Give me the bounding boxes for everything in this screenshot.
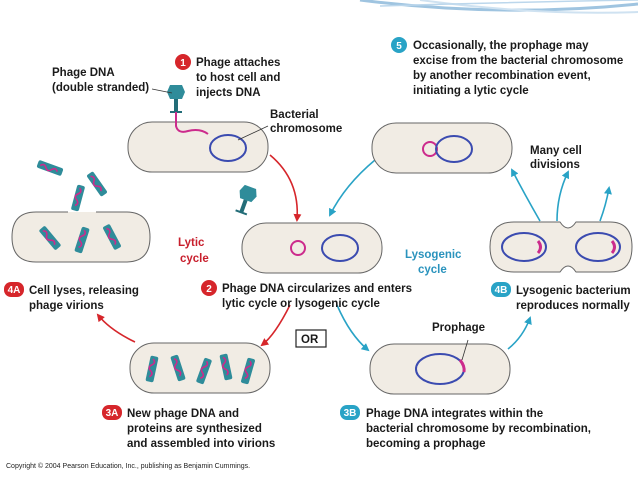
svg-text:Phage DNA circularizes and ent: Phage DNA circularizes and enters [222, 283, 412, 295]
svg-text:Many cell: Many cell [530, 145, 582, 157]
svg-text:phage virions: phage virions [29, 300, 104, 312]
svg-text:(double stranded): (double stranded) [52, 82, 149, 94]
svg-text:cycle: cycle [180, 253, 209, 265]
arrow-2-to-3a [260, 304, 291, 347]
arrow-1-to-2 [269, 154, 302, 222]
svg-text:3B: 3B [344, 408, 357, 419]
arrow-4b-to-divisions [511, 168, 541, 222]
step-5: 5 Occasionally, the prophage may excise … [391, 37, 623, 97]
copyright: Copyright © 2004 Pearson Education, Inc.… [6, 462, 250, 470]
svg-text:becoming a prophage: becoming a prophage [366, 438, 486, 450]
arrow-5-to-2 [329, 159, 376, 217]
step-badge [102, 405, 122, 420]
lytic-arrows [96, 154, 302, 347]
svg-text:by another recombination event: by another recombination event, [413, 70, 591, 82]
svg-text:Bacterial: Bacterial [270, 109, 319, 121]
free-phage [231, 182, 260, 217]
step-1: 1 Phage attaches to host cell and inject… [175, 54, 280, 99]
step-2: 2 Phage DNA circularizes and enters lyti… [201, 280, 412, 310]
cell-dividing [489, 221, 633, 273]
label-lysogenic-cycle: Lysogenic cycle [405, 249, 462, 276]
bacterial-chromosome [209, 134, 247, 162]
cell-excision [371, 122, 513, 174]
label-many-cell-divisions: Many cell divisions [530, 145, 582, 171]
cell-synthesis [129, 342, 271, 394]
svg-text:initiating a lytic cycle: initiating a lytic cycle [413, 85, 529, 97]
svg-text:Phage attaches: Phage attaches [196, 57, 280, 69]
svg-text:5: 5 [396, 41, 402, 52]
svg-text:chromosome: chromosome [270, 123, 342, 135]
cell-prophage [369, 339, 511, 395]
svg-text:injects DNA: injects DNA [196, 87, 261, 99]
cell-circularize [241, 222, 383, 274]
svg-text:and assembled into virions: and assembled into virions [127, 438, 275, 450]
label-bacterial-chromosome: Bacterial chromosome [237, 109, 342, 141]
svg-text:2: 2 [206, 284, 212, 295]
svg-text:3A: 3A [106, 408, 119, 419]
svg-text:Phage DNA integrates within th: Phage DNA integrates within the [366, 408, 543, 420]
svg-text:OR: OR [301, 334, 319, 346]
label-lytic-cycle: Lytic cycle [178, 237, 209, 265]
svg-text:Lysogenic bacterium: Lysogenic bacterium [516, 285, 631, 297]
arrow-4b-to-divisions-2 [556, 170, 570, 222]
step-3a: 3A New phage DNA and proteins are synthe… [102, 405, 275, 450]
svg-text:Lytic: Lytic [178, 237, 205, 249]
arrow-3b-to-4b [507, 316, 532, 350]
svg-text:4B: 4B [495, 285, 508, 296]
label-prophage: Prophage [432, 322, 485, 334]
svg-text:cycle: cycle [418, 264, 447, 276]
bacterial-chromosome [321, 234, 359, 262]
step-4b: 4B Lysogenic bacterium reproduces normal… [491, 282, 631, 312]
arrow-3a-to-4a [96, 313, 136, 343]
or-box: OR [295, 329, 327, 348]
svg-text:lytic cycle or lysogenic cycle: lytic cycle or lysogenic cycle [222, 298, 380, 310]
step-badge [201, 280, 217, 296]
cell-attach [127, 84, 269, 173]
svg-text:divisions: divisions [530, 159, 580, 171]
svg-text:4A: 4A [8, 285, 21, 296]
svg-text:Cell lyses, releasing: Cell lyses, releasing [29, 285, 139, 297]
cell-lysis [11, 158, 151, 263]
header-swoosh [359, 0, 638, 14]
arrow-2-to-3b [336, 304, 370, 352]
step-badge [4, 282, 24, 297]
arrow-4b-to-divisions-3 [599, 186, 612, 222]
step-badge [491, 282, 511, 297]
svg-text:to host cell and: to host cell and [196, 72, 280, 84]
svg-text:excise from the bacterial chro: excise from the bacterial chromosome [413, 55, 623, 67]
svg-text:Lysogenic: Lysogenic [405, 249, 462, 261]
lysogenic-arrows [329, 159, 612, 352]
step-3b: 3B Phage DNA integrates within the bacte… [340, 405, 591, 450]
svg-text:Occasionally, the prophage may: Occasionally, the prophage may [413, 40, 589, 52]
step-badge [340, 405, 360, 420]
svg-text:reproduces normally: reproduces normally [516, 300, 630, 312]
phage-dna-circle [290, 240, 306, 256]
step-badge [391, 37, 407, 53]
svg-text:proteins are synthesized: proteins are synthesized [127, 423, 262, 435]
label-phage-dna: Phage DNA (double stranded) [52, 67, 173, 94]
svg-text:New phage DNA and: New phage DNA and [127, 408, 239, 420]
svg-text:bacterial chromosome by recomb: bacterial chromosome by recombination, [366, 423, 591, 435]
svg-text:1: 1 [180, 58, 186, 69]
injected-dna [175, 112, 209, 135]
step-badge [175, 54, 191, 70]
svg-text:Phage DNA: Phage DNA [52, 67, 115, 79]
step-4a: 4A Cell lyses, releasing phage virions [4, 282, 139, 312]
prophage-segment [458, 359, 466, 373]
